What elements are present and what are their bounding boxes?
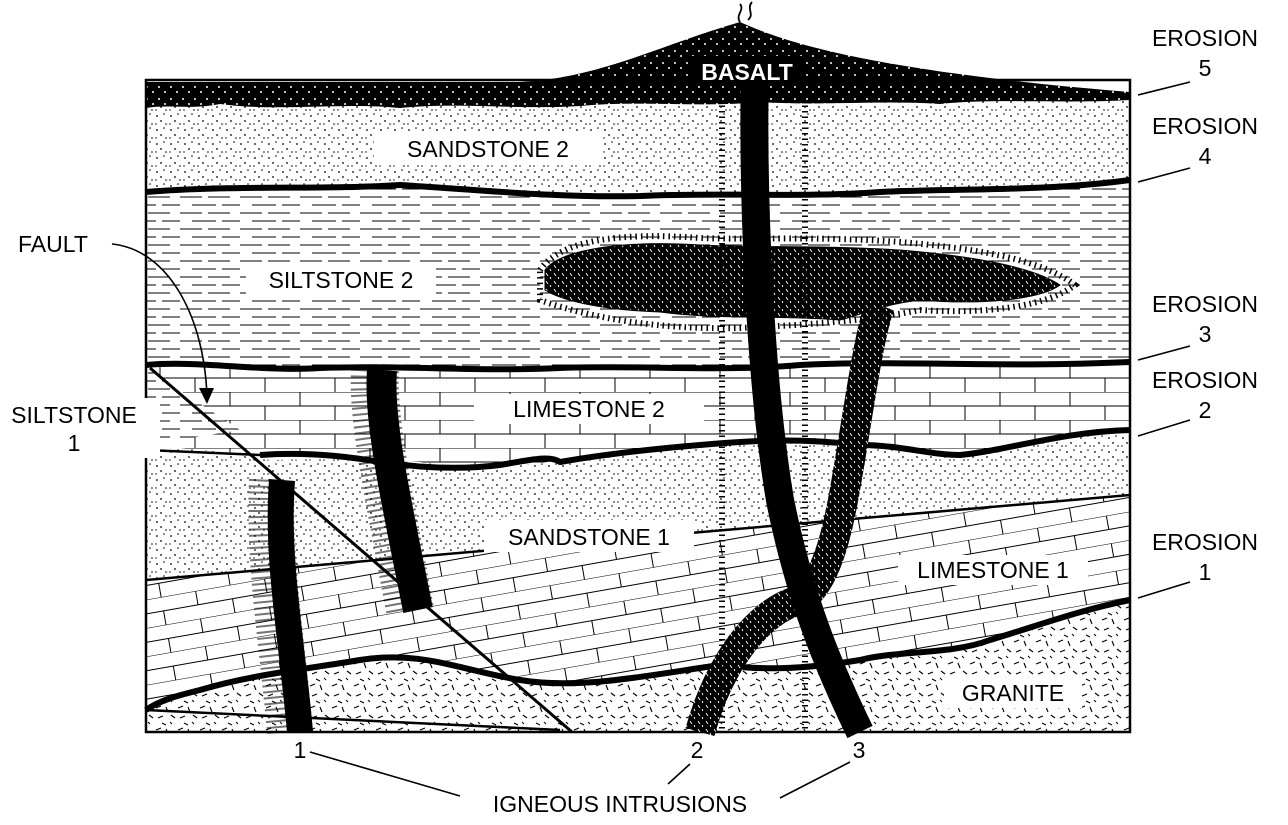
label-limestone-2: LIMESTONE 2	[513, 396, 665, 422]
sandstone-2-layer	[146, 95, 1130, 196]
label-sandstone-1: SANDSTONE 1	[508, 524, 670, 550]
label-erosion-1-number: 1	[1199, 559, 1212, 585]
label-erosion-2-number: 2	[1199, 397, 1212, 423]
smoke-icon	[739, 2, 752, 22]
label-erosion-1: EROSION	[1152, 529, 1258, 555]
basalt-layer	[146, 22, 1130, 108]
label-granite: GRANITE	[962, 680, 1064, 706]
label-fault: FAULT	[18, 231, 88, 257]
label-limestone-1: LIMESTONE 1	[917, 557, 1069, 583]
label-intrusion-3: 3	[853, 737, 866, 763]
label-sandstone-2: SANDSTONE 2	[407, 136, 569, 162]
label-intrusion-1: 1	[294, 737, 307, 763]
label-erosion-4-number: 4	[1199, 143, 1212, 169]
label-erosion-3-number: 3	[1199, 321, 1212, 347]
label-intrusion-2: 2	[691, 737, 704, 763]
label-siltstone-1: SILTSTONE	[11, 402, 137, 428]
label-erosion-2: EROSION	[1152, 367, 1258, 393]
label-erosion-4: EROSION	[1152, 113, 1258, 139]
label-igneous-intrusions: IGNEOUS INTRUSIONS	[493, 791, 747, 817]
label-erosion-5: EROSION	[1152, 25, 1258, 51]
label-siltstone-2: SILTSTONE 2	[269, 267, 414, 293]
label-siltstone-1-number: 1	[68, 430, 81, 456]
label-basalt: BASALT	[701, 59, 793, 85]
label-erosion-3: EROSION	[1152, 291, 1258, 317]
label-erosion-5-number: 5	[1199, 55, 1212, 81]
